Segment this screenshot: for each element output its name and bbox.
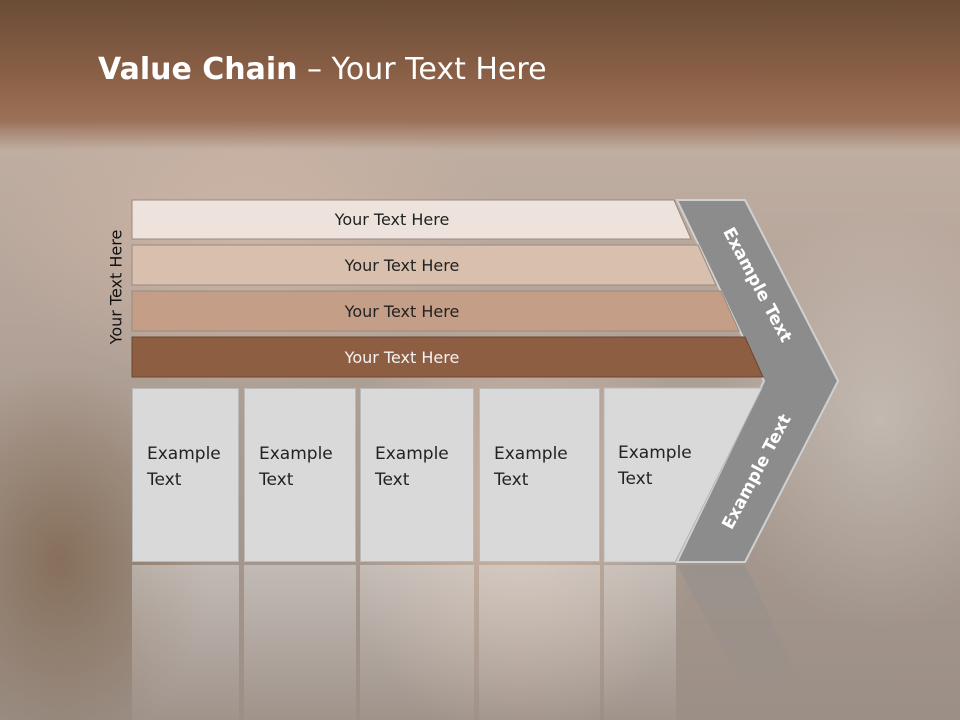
cell-3-line2: Text — [375, 470, 410, 490]
cell-reflection — [360, 565, 474, 720]
cell-4: Example Text — [479, 388, 600, 562]
cell-5-line1: Example — [618, 443, 692, 463]
title-rest: – Your Text Here — [297, 52, 547, 87]
band-1: Your Text Here — [132, 200, 692, 239]
cell-5: Example Text — [604, 388, 724, 562]
cell-4-line2: Text — [494, 470, 529, 490]
cell-3: Example Text — [360, 388, 474, 562]
band-shape-3 — [131, 290, 740, 332]
cell-2: Example Text — [244, 388, 356, 562]
band-shape-1 — [131, 199, 692, 240]
cell-1-line2: Text — [147, 470, 182, 490]
cell-4-line1: Example — [494, 444, 568, 464]
title-bold: Value Chain — [98, 52, 298, 87]
slide-title: Value Chain – Your Text Here — [98, 52, 547, 87]
cell-1-line1: Example — [147, 444, 221, 464]
cell-1: Example Text — [132, 388, 239, 562]
cell-3-line1: Example — [375, 444, 449, 464]
band-3-label: Your Text Here — [344, 302, 460, 321]
band-3: Your Text Here — [132, 292, 712, 331]
chevron-arrow — [675, 199, 840, 563]
cell-5-line2: Text — [618, 469, 653, 489]
band-1-label: Your Text Here — [334, 210, 450, 229]
cell-reflection — [479, 565, 600, 720]
cell-reflection — [604, 565, 676, 720]
cell-2-line2: Text — [259, 470, 294, 490]
band-4: Your Text Here — [132, 338, 712, 377]
chevron-reflection — [677, 565, 800, 700]
cell-shape-5 — [603, 387, 763, 563]
cell-2-line1: Example — [259, 444, 333, 464]
cell-reflection — [244, 565, 356, 720]
band-shape-4 — [131, 336, 764, 378]
band-shape-2 — [131, 244, 717, 286]
title-bar — [0, 0, 960, 150]
band-4-label: Your Text Here — [344, 348, 460, 367]
cell-reflection — [132, 565, 239, 720]
band-2: Your Text Here — [132, 246, 712, 285]
band-2-label: Your Text Here — [344, 256, 460, 275]
